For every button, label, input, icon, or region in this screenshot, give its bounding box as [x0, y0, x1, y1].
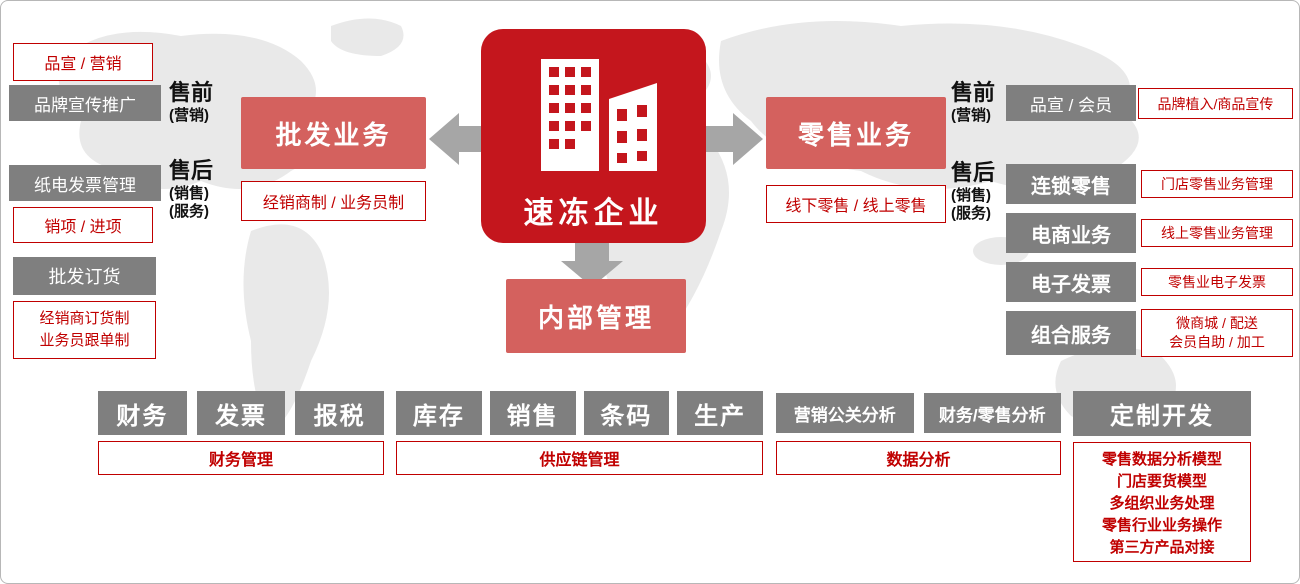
member-promo-outline: 品牌植入/商品宣传	[1138, 88, 1293, 119]
chain-retail-note: 门店零售业务管理	[1141, 170, 1293, 198]
presale-sub-left: (营销)	[169, 106, 209, 124]
inventory-item: 库存	[396, 391, 482, 435]
invoice-item: 发票	[196, 391, 286, 435]
building-icon	[540, 59, 657, 171]
e-invoice-box: 电子发票	[1006, 262, 1136, 302]
supply-chain-label: 供应链管理	[396, 441, 763, 475]
brand-marketing-outline: 品宣 / 营销	[13, 43, 153, 81]
invoice-mgmt-box: 纸电发票管理	[9, 165, 161, 201]
finance-item: 财务	[98, 391, 187, 435]
combined-note-line2: 会员自助 / 加工	[1169, 334, 1265, 350]
enterprise-title: 速冻企业	[523, 197, 664, 230]
retail-box: 零售业务	[766, 97, 946, 169]
production-item: 生产	[677, 391, 763, 435]
presale-label-right: 售前 (营销)	[951, 79, 995, 125]
custom-line-3: 多组织业务处理	[1109, 495, 1215, 512]
wholesale-order-outline: 经销商订货制 业务员跟单制	[13, 301, 156, 359]
presale-sub-right: (营销)	[951, 106, 991, 124]
wholesale-note: 经销商制 / 业务员制	[241, 181, 426, 221]
presale-title-left: 售前	[169, 80, 214, 105]
brand-promo-box: 品牌宣传推广	[9, 85, 161, 121]
combined-service-box: 组合服务	[1006, 311, 1136, 355]
custom-line-2: 门店要货模型	[1116, 473, 1207, 490]
wholesale-order-box: 批发订货	[13, 257, 156, 295]
retail-note: 线下零售 / 线上零售	[766, 185, 946, 223]
arrow-down-icon	[561, 243, 623, 287]
combined-service-note: 微商城 / 配送 会员自助 / 加工	[1141, 309, 1293, 357]
tax-item: 报税	[295, 391, 385, 435]
presale-title-right: 售前	[951, 80, 996, 105]
analytics-group: 营销公关分析 财务/零售分析	[776, 393, 1061, 433]
arrow-left-icon	[429, 113, 487, 165]
barcode-item: 条码	[583, 391, 670, 435]
custom-dev-box: 定制开发	[1073, 391, 1251, 436]
postsale-sub1-right: (销售)	[951, 186, 991, 204]
postsale-title-right: 售后	[951, 160, 996, 185]
order-outline-line2: 业务员跟单制	[39, 332, 130, 349]
order-outline-line1: 经销商订货制	[39, 310, 130, 328]
postsale-label-left: 售后 (销售) (服务)	[169, 157, 213, 222]
analytics-label: 数据分析	[776, 441, 1061, 475]
custom-line-5: 第三方产品对接	[1109, 539, 1215, 556]
arrow-right-icon	[705, 113, 763, 165]
presale-label-left: 售前 (营销)	[169, 79, 213, 125]
chain-retail-box: 连锁零售	[1006, 164, 1136, 204]
finance-group-label: 财务管理	[98, 441, 384, 475]
postsale-label-right: 售后 (销售) (服务)	[951, 159, 995, 224]
sales-item: 销售	[489, 391, 576, 435]
ecommerce-box: 电商业务	[1006, 213, 1136, 253]
combined-note-line1: 微商城 / 配送	[1176, 315, 1258, 332]
supply-chain-group: 库存 销售 条码 生产	[396, 391, 763, 435]
marketing-analysis-item: 营销公关分析	[776, 393, 914, 433]
internal-management-box: 内部管理	[506, 279, 686, 353]
custom-line-1: 零售数据分析模型	[1101, 451, 1222, 468]
invoice-io-outline: 销项 / 进项	[13, 207, 153, 243]
wholesale-box: 批发业务	[241, 97, 426, 169]
finance-group: 财务 发票 报税	[98, 391, 385, 435]
postsale-sub2-right: (服务)	[951, 205, 991, 223]
postsale-sub1-left: (销售)	[169, 184, 209, 202]
custom-line-4: 零售行业业务操作	[1101, 517, 1222, 534]
member-promo-box: 品宣 / 会员	[1006, 85, 1136, 121]
center-enterprise-box: 速冻企业	[481, 29, 706, 243]
ecommerce-note: 线上零售业务管理	[1141, 219, 1293, 247]
postsale-sub2-left: (服务)	[169, 203, 209, 221]
custom-dev-detail: 零售数据分析模型 门店要货模型 多组织业务处理 零售行业业务操作 第三方产品对接	[1073, 442, 1251, 562]
postsale-title-left: 售后	[169, 158, 214, 183]
finance-retail-analysis-item: 财务/零售分析	[923, 393, 1061, 433]
e-invoice-note: 零售业电子发票	[1141, 268, 1293, 296]
